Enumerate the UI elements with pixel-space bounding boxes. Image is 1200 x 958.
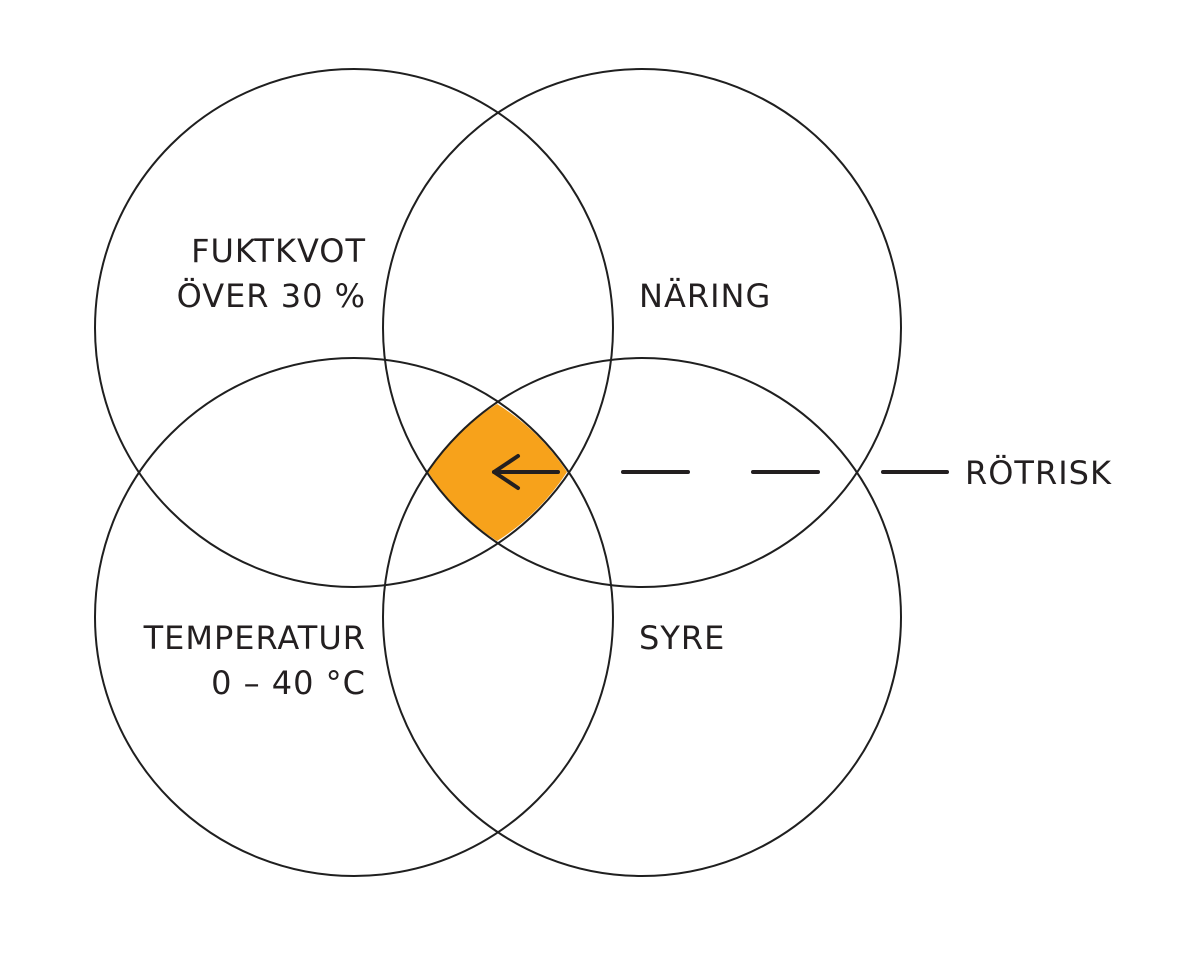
label-oxygen: SYRE [639,619,725,657]
circle-nutrition [382,68,902,588]
label-temperature-line2: 0 – 40 °C [211,664,366,702]
label-moisture-line2: ÖVER 30 % [177,277,366,315]
label-rot-risk: RÖTRISK [965,454,1112,492]
circle-moisture [94,68,614,588]
label-moisture-line1: FUKTKVOT [191,232,366,270]
arrow-left-icon [492,454,560,490]
label-nutrition: NÄRING [639,277,771,315]
label-temperature-line1: TEMPERATUR [143,619,366,657]
circle-temperature [94,357,614,877]
circle-oxygen [382,357,902,877]
